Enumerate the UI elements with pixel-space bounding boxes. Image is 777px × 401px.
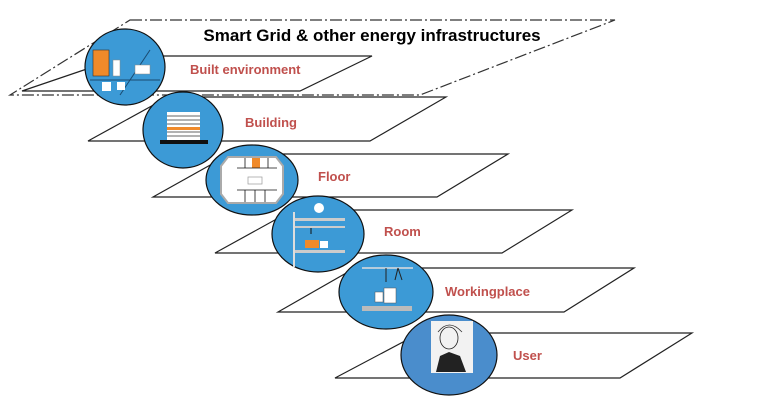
level-label: Workingplace [445,284,530,299]
room-icon [293,203,345,267]
smart-grid-plane [7,19,616,96]
floor-plan-icon [220,156,284,204]
diagram-title: Smart Grid & other energy infrastructure… [203,26,540,45]
level-label: Floor [318,169,351,184]
level-room: Room [214,195,575,273]
level-built-environment: Built environment [21,28,373,106]
workplace-icon [362,267,413,311]
building-icon [160,112,208,144]
level-label: User [513,348,542,363]
user-portrait-icon [431,321,473,373]
level-label: Built environment [190,62,301,77]
level-building: Building [87,91,449,169]
level-label: Building [245,115,297,130]
level-floor: Floor [150,144,511,216]
city-blocks-icon [90,49,160,96]
level-workingplace: Workingplace [275,254,637,330]
level-label: Room [384,224,421,239]
level-user: User [334,314,695,396]
